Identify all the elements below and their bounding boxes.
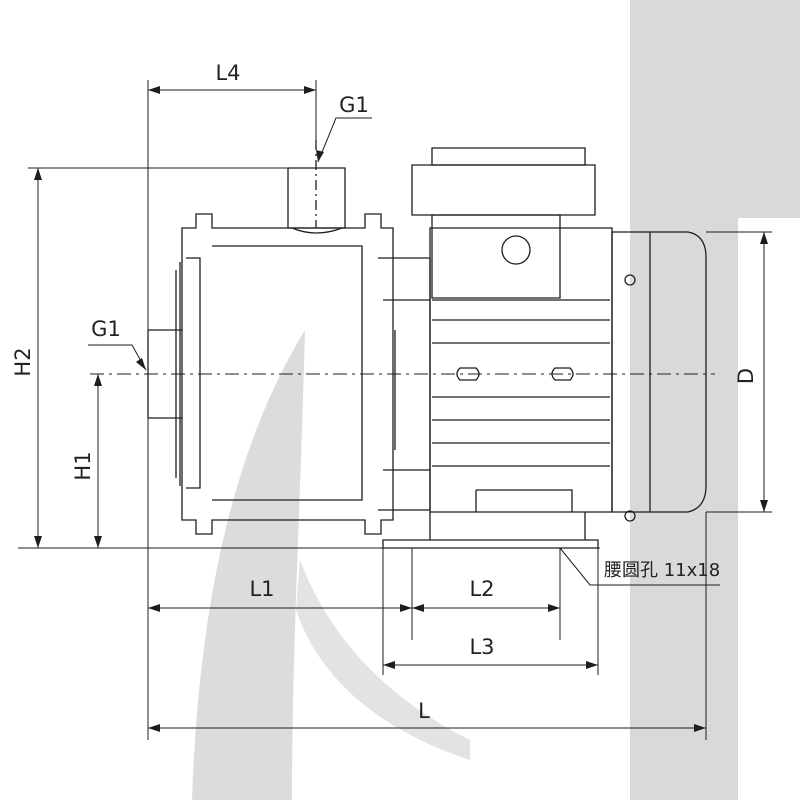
- base-foot: [429, 512, 586, 540]
- label-d: D: [734, 368, 758, 384]
- motor-slot-left: [456, 367, 480, 381]
- pump-front-rim: [186, 257, 201, 489]
- bracket-detail: [383, 299, 430, 471]
- top-outlet-shoulder: [291, 227, 343, 234]
- label-l2: L2: [469, 577, 494, 601]
- dimension-lines: [18, 80, 772, 740]
- watermark-swoosh: [192, 330, 305, 800]
- terminal-box-base: [431, 214, 561, 299]
- label-l4: L4: [215, 61, 240, 85]
- fan-cover-screw-top: [624, 274, 636, 286]
- base-plate: [382, 539, 599, 549]
- motor-slot-right: [551, 367, 574, 381]
- watermark: [192, 0, 800, 800]
- terminal-box-top: [431, 147, 586, 166]
- top-outlet: [287, 167, 346, 229]
- bracket: [378, 257, 431, 511]
- terminal-box: [411, 164, 596, 216]
- label-l3: L3: [469, 635, 494, 659]
- watermark-block: [630, 0, 800, 800]
- pump-front-cover: [181, 213, 394, 535]
- slot-note: 腰圆孔 11x18: [604, 560, 720, 581]
- base-feet-detail: [475, 489, 573, 512]
- label-h2: H2: [11, 347, 35, 376]
- arrowheads: [34, 86, 768, 732]
- pump-outline: [147, 140, 707, 549]
- label-l: L: [418, 699, 430, 723]
- pump-front-inner: [212, 245, 363, 501]
- watermark-swoosh-curve: [296, 560, 470, 760]
- label-l1: L1: [249, 577, 274, 601]
- label-g1-side: G1: [91, 317, 121, 341]
- motor-fins: [432, 299, 610, 467]
- fan-cover: [611, 231, 707, 513]
- fan-cover-screw-bottom: [624, 510, 636, 522]
- terminal-hole: [501, 235, 531, 265]
- motor-body: [429, 227, 613, 513]
- label-h1: H1: [71, 451, 95, 480]
- label-g1-top: G1: [339, 93, 369, 117]
